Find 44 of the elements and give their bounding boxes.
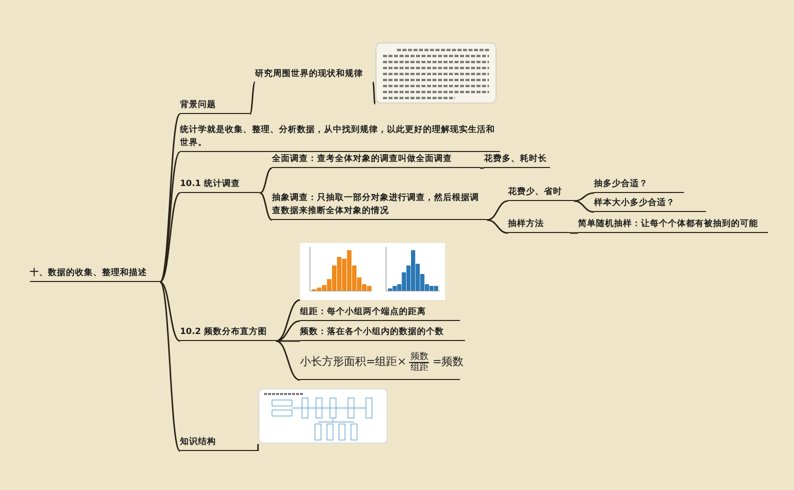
topic-label: 10.2 频数分布直方图 xyxy=(180,325,276,341)
connector-line xyxy=(260,192,272,221)
topic-label: 十、数据的收集、整理和描述 xyxy=(30,264,160,282)
topic-label: 研究周围世界的现状和规律 xyxy=(255,66,373,82)
picture xyxy=(375,42,497,104)
topic-label: 知识结构 xyxy=(180,435,258,451)
topic-label: 花费多、耗时长 xyxy=(484,152,550,168)
connector-line xyxy=(249,82,256,114)
connector-line xyxy=(260,167,272,194)
connector-line xyxy=(574,200,594,213)
topic-label: 10.1 统计调查 xyxy=(180,177,260,193)
connector-line xyxy=(372,82,376,104)
connector-line xyxy=(276,299,300,342)
denominator: 组距 xyxy=(410,363,428,374)
connector-line xyxy=(159,152,181,282)
connector-line xyxy=(160,281,180,342)
connector-line xyxy=(159,282,181,452)
topic-label: 抽象调查：只抽取一部分对象进行调查，然后根据调查数据来推断全体对象的情况 xyxy=(272,190,487,220)
connector-line xyxy=(480,167,484,169)
topic-label: 抽样方法 xyxy=(508,217,570,233)
formula-text: =频数 xyxy=(432,354,464,370)
connector-line xyxy=(574,192,594,202)
topic-label: 统计学就是收集、整理、分析数据，从中找到规律，以此更好的理解现实生活和世界。 xyxy=(180,122,500,152)
topic-label: 花费少、省时 xyxy=(508,185,574,201)
connector-line xyxy=(257,444,259,451)
topic-label: 频数：落在各个小组内的数据的个数 xyxy=(300,325,465,341)
picture xyxy=(258,388,388,444)
connector-line xyxy=(160,192,180,283)
topic-label: 背景问题 xyxy=(180,98,250,114)
formula-text: 小长方形面积=组距× xyxy=(300,354,406,370)
connector-line xyxy=(276,340,300,381)
topic-label: 组距：每个小组两个端点的距离 xyxy=(300,305,460,321)
picture xyxy=(300,243,445,300)
connector-line xyxy=(276,320,300,342)
connector-line xyxy=(159,114,181,282)
connector-line xyxy=(486,219,508,234)
topic-label: 样本大小多少合适？ xyxy=(594,196,706,212)
topic-label: 简单随机抽样：让每个个体都有被抽到的可能 xyxy=(578,217,768,233)
topic-label: 全面调查：查考全体对象的调查叫做全面调查 xyxy=(272,152,480,168)
numerator: 频数 xyxy=(409,352,430,363)
connector-line xyxy=(486,200,508,221)
connector-line xyxy=(276,340,300,342)
connector-line xyxy=(570,232,578,234)
topic-label: 抽多少合适？ xyxy=(594,177,684,193)
